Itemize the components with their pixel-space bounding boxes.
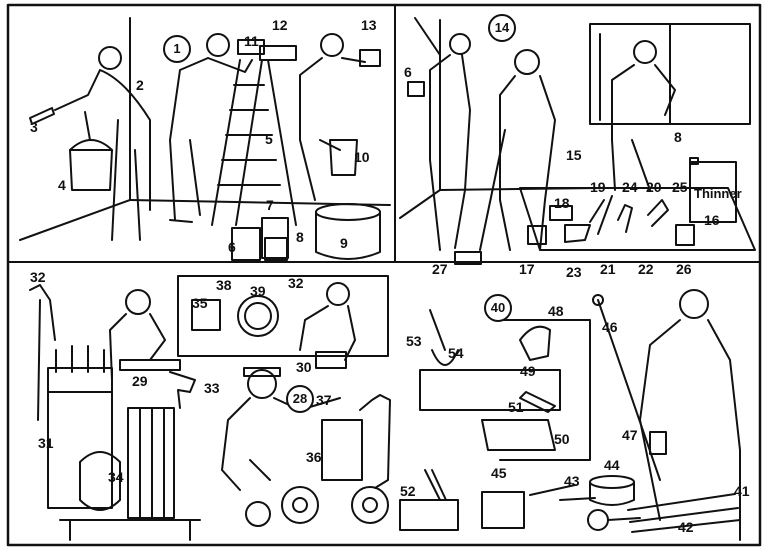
callout-42: 42 <box>678 520 694 534</box>
callout-8: 8 <box>674 130 682 144</box>
callout-2: 2 <box>136 78 144 92</box>
callout-32: 32 <box>30 270 46 284</box>
callout-45: 45 <box>491 466 507 480</box>
callout-37: 37 <box>316 393 332 407</box>
callout-41: 41 <box>734 484 750 498</box>
callout-49: 49 <box>520 364 536 378</box>
callout-33: 33 <box>204 381 220 395</box>
callout-50: 50 <box>554 432 570 446</box>
callout-38: 38 <box>216 278 232 292</box>
callout-35: 35 <box>192 296 208 310</box>
section-marker-28: 28 <box>286 385 314 413</box>
callout-4: 4 <box>58 178 66 192</box>
callout-24: 24 <box>622 180 638 194</box>
callout-11: 11 <box>244 34 259 48</box>
callout-53: 53 <box>406 334 422 348</box>
callout-47: 47 <box>622 428 638 442</box>
callout-5: 5 <box>265 132 273 146</box>
callout-6: 6 <box>228 240 236 254</box>
callout-6: 6 <box>404 65 412 79</box>
callout-27: 27 <box>432 262 448 276</box>
callout-52: 52 <box>400 484 416 498</box>
callout-3: 3 <box>30 120 38 134</box>
callout-17: 17 <box>519 262 535 276</box>
callout-36: 36 <box>306 450 322 464</box>
callout-19: 19 <box>590 180 606 194</box>
callout-23: 23 <box>566 265 582 279</box>
callout-16: 16 <box>704 213 720 227</box>
callout-44: 44 <box>604 458 620 472</box>
scene-brushes-and-tools <box>400 290 740 540</box>
callout-9: 9 <box>340 236 348 250</box>
scene-wall-painting <box>20 18 390 260</box>
callout-32: 32 <box>288 276 304 290</box>
callout-20: 20 <box>646 180 662 194</box>
scene-spray-equipment <box>30 276 390 540</box>
callout-29: 29 <box>132 374 148 388</box>
thinner-can-label: Thinner <box>694 186 742 201</box>
callout-31: 31 <box>38 436 54 450</box>
callout-8: 8 <box>296 230 304 244</box>
callout-10: 10 <box>354 150 370 164</box>
callout-43: 43 <box>564 474 580 488</box>
scene-trim-painting <box>400 18 755 264</box>
callout-39: 39 <box>250 284 266 298</box>
callout-54: 54 <box>448 346 464 360</box>
callout-21: 21 <box>600 262 616 276</box>
callout-30: 30 <box>296 360 312 374</box>
callout-48: 48 <box>548 304 564 318</box>
section-marker-1: 1 <box>163 35 191 63</box>
section-marker-40: 40 <box>484 294 512 322</box>
callout-34: 34 <box>108 470 124 484</box>
callout-51: 51 <box>508 400 524 414</box>
callout-25: 25 <box>672 180 688 194</box>
section-marker-14: 14 <box>488 14 516 42</box>
callout-46: 46 <box>602 320 618 334</box>
callout-15: 15 <box>566 148 582 162</box>
callout-7: 7 <box>266 198 274 212</box>
callout-12: 12 <box>272 18 288 32</box>
callout-18: 18 <box>554 196 570 210</box>
callout-26: 26 <box>676 262 692 276</box>
callout-13: 13 <box>361 18 377 32</box>
callout-22: 22 <box>638 262 654 276</box>
